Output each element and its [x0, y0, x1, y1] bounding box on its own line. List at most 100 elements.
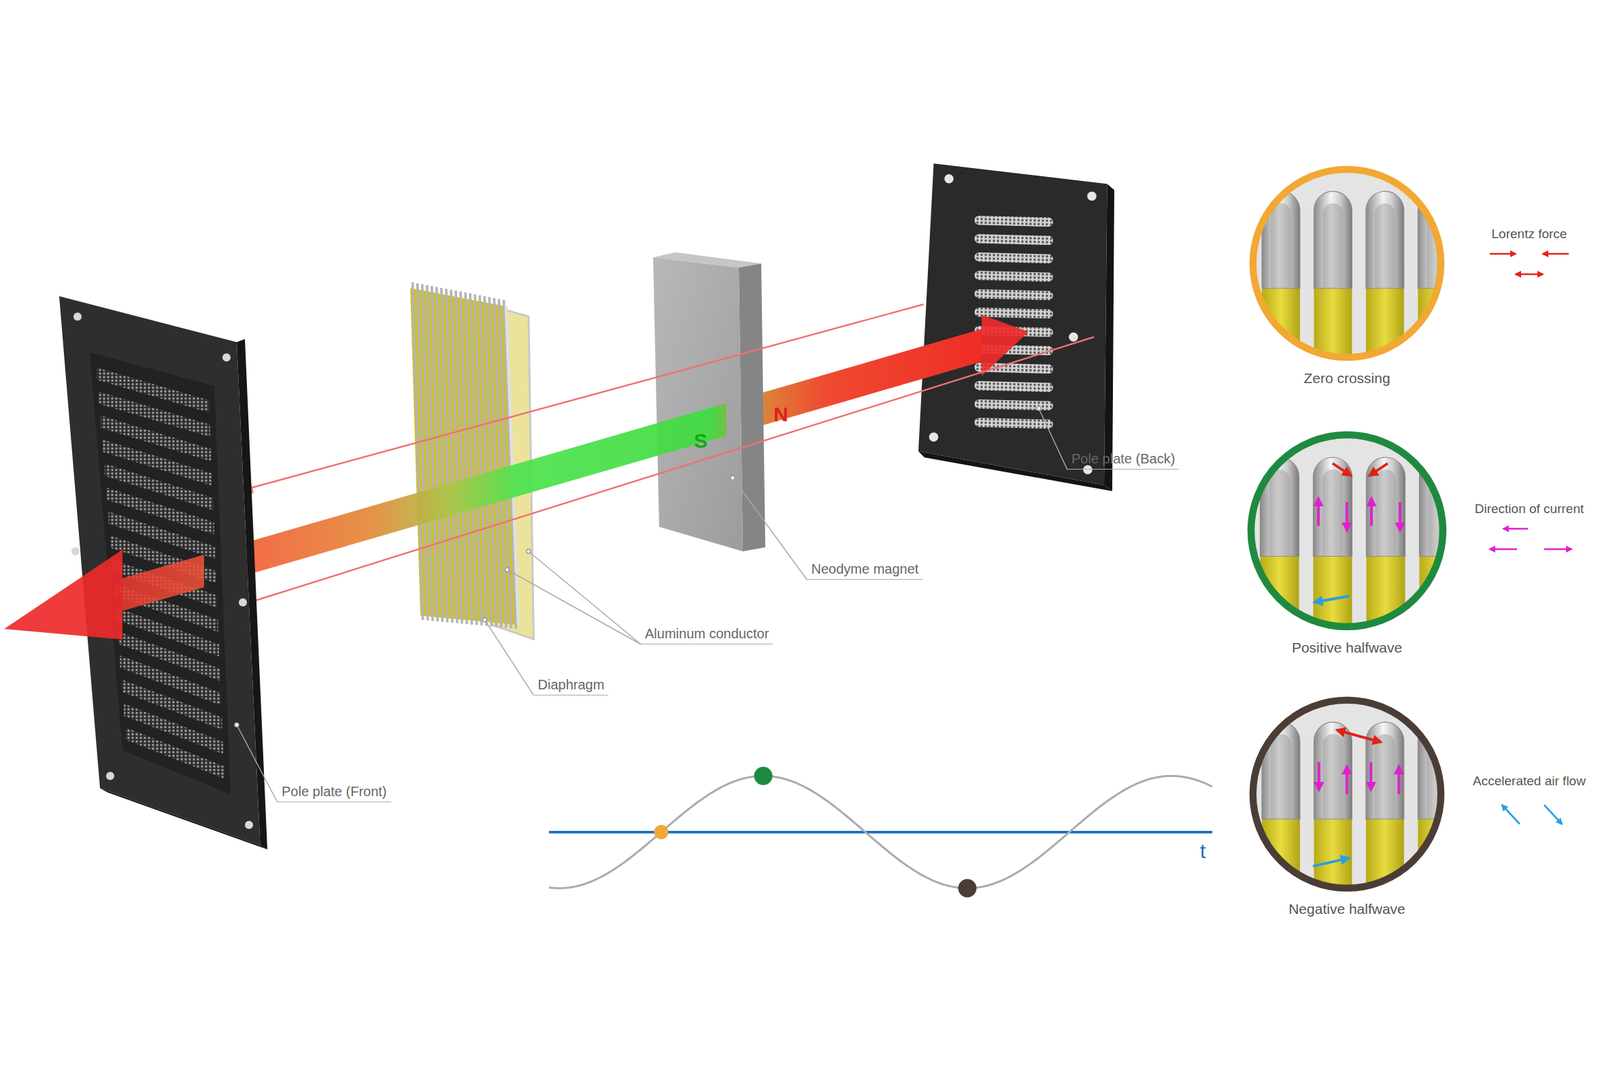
time-axis [548, 830, 1213, 834]
fold-gap [1374, 203, 1395, 289]
signal-wave [548, 775, 1213, 888]
screw-hole [1068, 332, 1079, 343]
leader-dot [1036, 406, 1041, 411]
neodymium-magnet [653, 252, 766, 552]
fold-gap [1322, 469, 1343, 557]
screw-hole [1082, 465, 1093, 475]
force-arrow [1398, 502, 1402, 531]
force-arrow [1369, 463, 1388, 476]
part-label: Aluminum conductor [640, 625, 773, 645]
screw-hole [238, 597, 247, 607]
perforated-slot [974, 215, 1054, 228]
perforated-slot [119, 655, 222, 705]
legend-arrow [1503, 527, 1528, 530]
perforated-slot [974, 289, 1054, 301]
force-arrow [1332, 463, 1352, 476]
leader-line [528, 551, 641, 645]
state-circle: Zero crossing [1246, 163, 1447, 387]
magnet-side [738, 263, 766, 552]
legend-entry: Lorentz force [1462, 226, 1596, 286]
aluminum-fold [1313, 457, 1353, 556]
legend-arrow [1502, 804, 1520, 824]
aluminum-fold [1313, 191, 1352, 289]
plate-face [918, 163, 1108, 486]
screw-hole [222, 353, 231, 362]
fold-gap [1269, 469, 1290, 557]
circle-outline [1251, 434, 1443, 627]
perforated-slot [974, 234, 1054, 246]
legend-text: Lorentz force [1462, 226, 1596, 242]
leader-line [507, 569, 642, 645]
legend-sample [1462, 241, 1596, 286]
legend-arrow [1489, 253, 1516, 256]
part-label: Pole plate (Front) [277, 782, 392, 803]
leader-line [732, 477, 808, 580]
legend-entry: Accelerated air flow [1462, 773, 1596, 832]
aluminum-fold [1366, 457, 1406, 557]
legend-arrow [1489, 548, 1518, 551]
screw-hole [73, 312, 82, 321]
leader-dot [234, 722, 239, 727]
leader-line [485, 619, 535, 696]
legend-arrow [1542, 253, 1569, 256]
legend-text: Direction of current [1462, 501, 1596, 517]
leader-dot [505, 567, 510, 572]
circle-outline [1253, 700, 1441, 888]
perforated-slot [116, 607, 220, 657]
leader-line [236, 724, 278, 803]
aluminum-fold [1365, 721, 1405, 820]
fold-gap [1375, 469, 1396, 557]
force-arrow [1397, 765, 1401, 794]
legend-sample [1462, 788, 1596, 832]
legend-arrow [1544, 548, 1572, 551]
fold-gap [1270, 734, 1291, 820]
leader-dot [482, 617, 488, 622]
aluminum-fold [1365, 191, 1405, 289]
diaphragm [410, 282, 535, 639]
screw-hole [1087, 191, 1097, 202]
screw-hole [106, 771, 115, 780]
flux-band [122, 554, 205, 611]
force-arrow [1317, 761, 1321, 790]
circle-shape [1244, 428, 1449, 633]
pole-letter: S [693, 428, 708, 454]
screw-hole [71, 546, 80, 556]
perforated-slot [118, 631, 221, 681]
circle-outline [1253, 169, 1441, 358]
flux-band [760, 329, 983, 426]
state-circle: Positive halfwave [1244, 428, 1449, 656]
perforated-slot [974, 270, 1054, 283]
conductor-closeup [1246, 693, 1447, 894]
phase-dot [958, 878, 977, 898]
perforated-slot [974, 417, 1054, 430]
legend-text: Accelerated air flow [1462, 773, 1596, 789]
state-circle: Negative halfwave [1246, 693, 1447, 918]
state-caption: Negative halfwave [1246, 900, 1447, 918]
perforated-slot [125, 727, 225, 779]
pole-letter: N [773, 402, 789, 427]
plate-face [59, 295, 261, 845]
perforated-slot [974, 252, 1054, 264]
flux-arrowhead [981, 314, 1029, 377]
aluminum-fold [1261, 721, 1300, 820]
legend-entry: Direction of current [1462, 501, 1596, 560]
part-label: Pole plate (Back) [1067, 450, 1179, 470]
fold-gap [1323, 203, 1343, 289]
perforated-slot [974, 399, 1054, 411]
aluminum-strip [503, 300, 516, 629]
circle-shape [1246, 693, 1447, 894]
leader-line [1038, 408, 1068, 470]
force-arrow [1370, 497, 1373, 526]
perforated-slot [974, 380, 1054, 393]
conductor-closeup [1246, 163, 1447, 364]
force-arrow [1314, 595, 1349, 603]
part-label: Diaphragm [534, 676, 609, 696]
leader-dot [730, 475, 735, 480]
screw-hole [929, 432, 939, 443]
back-pole-plate [918, 163, 1115, 492]
force-arrow [1345, 502, 1349, 531]
force-arrow [1336, 729, 1381, 743]
fold-gap [1270, 203, 1291, 289]
state-caption: Positive halfwave [1244, 639, 1449, 656]
